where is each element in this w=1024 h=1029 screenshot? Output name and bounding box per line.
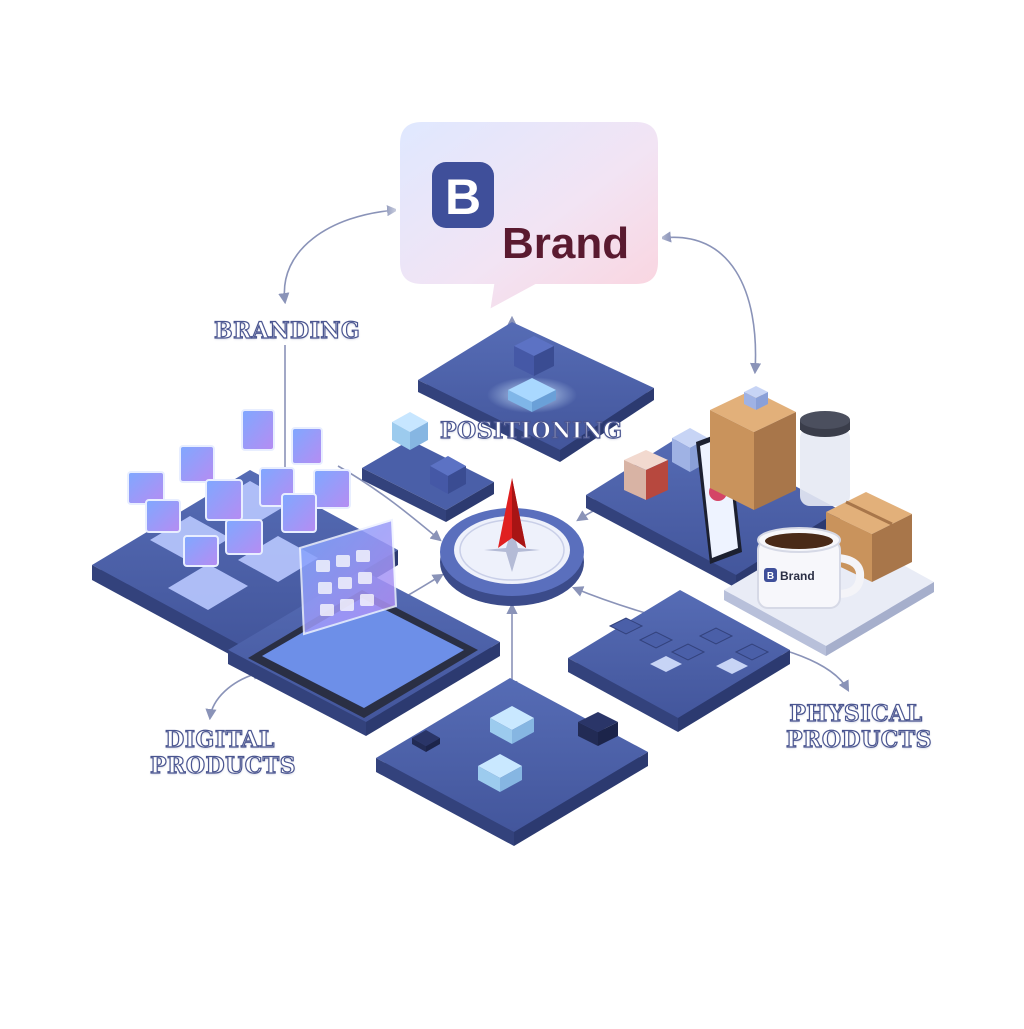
label-physical-line2: Products bbox=[785, 726, 933, 753]
label-digital-products: Digital Products bbox=[149, 726, 297, 779]
digital-products-platform bbox=[228, 518, 500, 736]
label-branding: Branding bbox=[213, 317, 361, 344]
cube-cluster-center-left bbox=[362, 412, 494, 522]
bottom-center-platform bbox=[376, 678, 648, 846]
label-branding-text: Branding bbox=[213, 317, 361, 344]
cardboard-box-icon bbox=[710, 386, 796, 510]
arrow-brand-to-branding bbox=[278, 205, 399, 305]
brand-card: B Brand bbox=[392, 118, 662, 316]
positioning-platform bbox=[418, 322, 654, 462]
digital-mini-screens bbox=[127, 409, 351, 567]
jar-icon bbox=[800, 411, 850, 506]
mug-brand-text: Brand bbox=[780, 569, 815, 583]
label-physical-products: Physical Products bbox=[785, 700, 933, 753]
label-positioning: Positioning bbox=[439, 417, 623, 444]
compass-icon bbox=[440, 478, 584, 606]
arrow-digital-label bbox=[205, 668, 265, 721]
brand-name: Brand bbox=[502, 219, 629, 268]
arrow-brand-to-physical bbox=[659, 231, 762, 375]
mug-logo-icon bbox=[764, 568, 777, 582]
coffee-mug-icon: B Brand bbox=[757, 527, 865, 609]
brand-logo-letter: B bbox=[445, 169, 481, 225]
tablet-icon bbox=[248, 590, 478, 718]
label-digital-line2: Products bbox=[149, 752, 297, 779]
cube-grid-platform bbox=[568, 590, 790, 732]
mug-logo-letter: B bbox=[767, 571, 774, 582]
label-digital-line1: Digital bbox=[165, 726, 275, 753]
brand-logo-icon bbox=[432, 162, 494, 228]
label-physical-line1: Physical bbox=[789, 700, 923, 727]
label-positioning-text: Positioning bbox=[439, 417, 623, 444]
arrow-branding-to-compass bbox=[337, 465, 442, 542]
